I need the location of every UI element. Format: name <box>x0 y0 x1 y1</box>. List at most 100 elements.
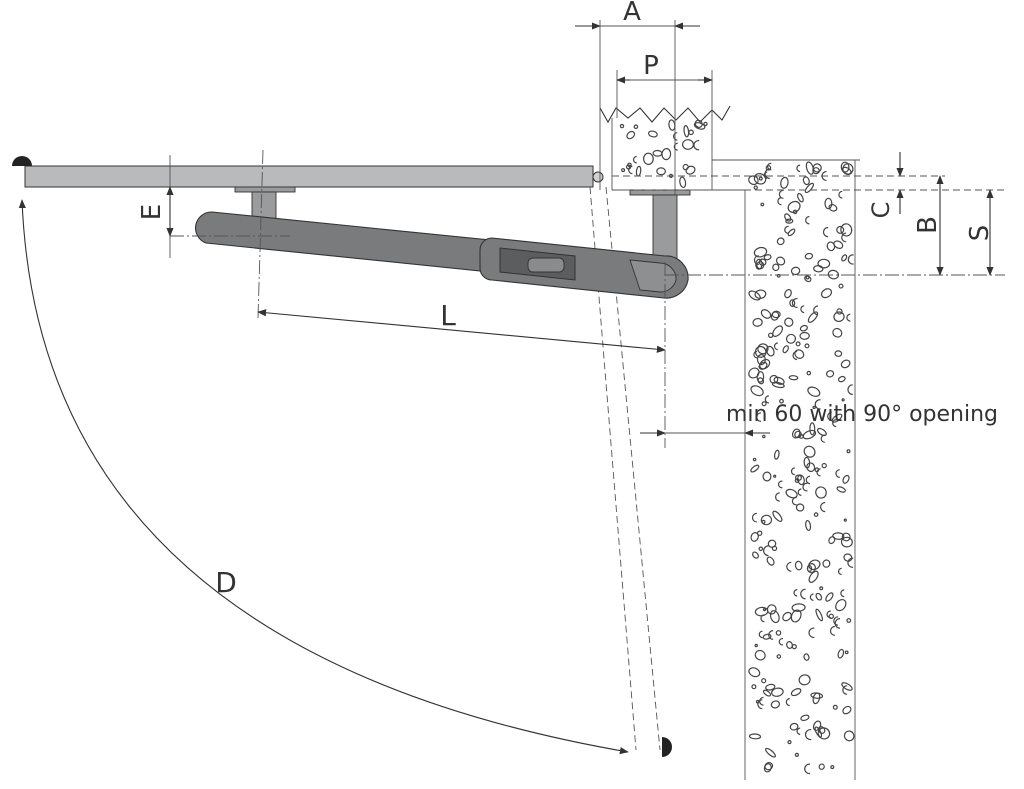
stone <box>785 698 790 707</box>
stone <box>812 163 822 173</box>
stone <box>693 139 700 151</box>
stone <box>816 468 821 477</box>
stone <box>693 122 706 130</box>
stone <box>635 165 642 177</box>
stone <box>784 288 792 299</box>
stone <box>652 149 663 157</box>
stone <box>834 350 843 357</box>
stone <box>784 225 789 234</box>
stone <box>750 464 760 473</box>
stone <box>776 237 785 246</box>
stone <box>758 176 763 181</box>
stone <box>809 422 816 436</box>
dimension-a: A <box>575 0 700 30</box>
stone <box>754 649 766 661</box>
stone <box>841 682 853 691</box>
stone <box>767 539 777 548</box>
stone <box>790 609 802 623</box>
stone <box>847 254 854 265</box>
stone <box>748 667 761 678</box>
stone <box>768 630 774 640</box>
stone <box>836 225 845 234</box>
stone <box>794 349 805 359</box>
stone <box>805 475 811 485</box>
dimension-b: B <box>913 175 944 276</box>
stone <box>761 401 767 407</box>
stone <box>790 467 795 476</box>
stone <box>755 258 763 270</box>
stone <box>814 399 821 410</box>
stone <box>817 258 831 269</box>
stone <box>779 398 784 404</box>
stone <box>765 165 772 171</box>
operator-arm <box>195 211 689 299</box>
stone <box>804 763 811 775</box>
stone <box>762 471 772 482</box>
stone <box>846 313 851 322</box>
stone <box>794 430 802 439</box>
stone <box>642 152 654 165</box>
stone <box>621 168 626 173</box>
stone <box>772 325 783 337</box>
stone <box>752 457 757 462</box>
stone <box>758 258 767 266</box>
stone <box>750 532 759 542</box>
stone <box>827 269 840 280</box>
stone <box>760 202 765 207</box>
stone <box>787 739 792 745</box>
stone <box>800 714 810 722</box>
stone <box>754 643 758 648</box>
stone <box>759 358 771 370</box>
stone <box>806 462 816 473</box>
stone <box>633 124 639 130</box>
stone <box>791 496 797 506</box>
stone <box>770 700 781 709</box>
stone <box>795 341 801 347</box>
stone <box>808 570 819 583</box>
stone <box>682 163 689 171</box>
stone <box>832 532 845 540</box>
stone <box>777 197 782 206</box>
stone <box>785 488 798 499</box>
stone <box>766 604 777 615</box>
stone <box>828 203 838 212</box>
label-s: S <box>965 225 995 242</box>
stone <box>748 290 761 301</box>
stone <box>804 728 812 741</box>
stone <box>773 376 785 385</box>
stone <box>757 699 763 710</box>
dimension-d-opening-arc: D <box>18 199 629 755</box>
stone <box>813 264 824 273</box>
stone <box>833 311 845 323</box>
wall <box>712 159 860 780</box>
stone <box>793 589 798 597</box>
stone <box>748 175 759 185</box>
stone <box>759 696 764 706</box>
stone <box>819 586 824 591</box>
stone <box>770 311 780 321</box>
stone <box>771 687 784 697</box>
stone <box>682 139 694 150</box>
stone <box>841 398 845 402</box>
stone <box>800 588 806 600</box>
dimension-s: S <box>965 189 995 276</box>
label-l: L <box>440 299 456 332</box>
stone <box>771 381 785 389</box>
pillar-bracket <box>629 189 691 266</box>
wall-stone-texture <box>748 161 855 775</box>
stone <box>843 553 853 562</box>
stone <box>821 462 827 469</box>
stone <box>827 411 832 421</box>
stone <box>619 123 625 129</box>
stone <box>776 273 781 278</box>
stone <box>832 704 838 710</box>
stone <box>804 252 814 260</box>
stone <box>804 275 812 283</box>
stone <box>782 611 792 622</box>
stone <box>790 266 801 276</box>
stone <box>808 559 821 571</box>
stone <box>840 359 851 369</box>
stone <box>796 164 801 173</box>
stone <box>842 685 848 695</box>
